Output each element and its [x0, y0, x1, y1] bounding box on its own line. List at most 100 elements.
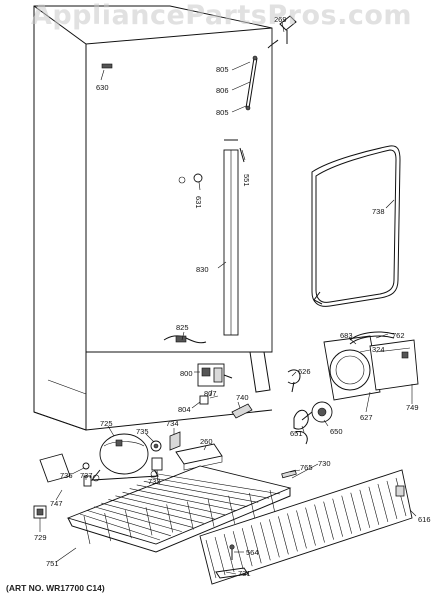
label-730: 730 — [318, 459, 331, 468]
label-729: 729 — [34, 533, 47, 542]
coil-line — [157, 473, 281, 495]
grille-slot — [305, 507, 316, 546]
label-765: 765 — [300, 463, 313, 472]
coil-line — [115, 495, 215, 520]
grille-slot — [232, 531, 244, 570]
label-731: 731 — [238, 569, 251, 578]
grille-slot — [377, 483, 389, 522]
label-631: 631 — [194, 196, 203, 209]
grille-slot — [205, 539, 217, 579]
label-800: 800 — [180, 369, 193, 378]
grille-slot — [223, 534, 235, 573]
coil-return — [207, 498, 215, 527]
fan-shroud — [323, 331, 419, 401]
label-650: 650 — [330, 427, 343, 436]
label-747: 747 — [50, 499, 63, 508]
condenser-loop — [311, 145, 401, 307]
grille-slot — [278, 516, 289, 555]
top-tubing — [239, 15, 297, 163]
grille-slot — [314, 504, 325, 543]
coil-line — [129, 488, 237, 512]
coil-return — [145, 507, 153, 536]
label-830: 830 — [196, 265, 209, 274]
grille-slot — [214, 536, 226, 576]
grille-slot — [386, 480, 398, 520]
grille-slot — [323, 501, 334, 540]
label-733: 733 — [148, 477, 161, 486]
label-806: 806 — [216, 86, 229, 95]
misc-hardware — [215, 469, 297, 579]
grille-slot — [259, 522, 271, 561]
label-805-top: 805 — [216, 65, 229, 74]
grille-slot — [269, 519, 280, 558]
grille-slot — [359, 489, 371, 528]
label-630: 630 — [96, 83, 109, 92]
label-734: 734 — [166, 419, 179, 428]
grille-slot — [368, 486, 380, 525]
label-616: 616 — [418, 515, 431, 524]
label-805-bottom: 805 — [216, 108, 229, 117]
art-number-caption: (ART NO. WR17700 C14) — [6, 583, 105, 593]
coil-line — [108, 499, 204, 524]
grille-slot — [287, 513, 298, 552]
label-735: 735 — [136, 427, 149, 436]
grille-slot — [241, 528, 253, 567]
base-pan-coil — [66, 465, 292, 553]
cabinet — [33, 5, 273, 431]
coil-return — [125, 510, 132, 539]
coil-return — [83, 515, 91, 545]
grille-slot — [250, 525, 262, 564]
part-labels: 269 630 805 806 805 551 631 738 830 825 … — [34, 15, 431, 578]
wiring-harness — [163, 335, 207, 344]
clamp — [231, 403, 253, 419]
label-736: 736 — [60, 471, 73, 480]
grille-slot — [395, 477, 407, 517]
label-551: 551 — [242, 174, 251, 187]
coil-return — [166, 504, 173, 533]
back-cover — [199, 469, 413, 585]
coil-line — [101, 502, 193, 528]
grille-slot — [296, 510, 307, 549]
label-737: 737 — [80, 471, 93, 480]
shield — [175, 443, 223, 471]
label-627: 627 — [360, 413, 373, 422]
label-260: 260 — [200, 437, 213, 446]
leader-lines — [39, 21, 417, 575]
label-725: 725 — [100, 419, 113, 428]
label-762: 762 — [392, 331, 405, 340]
coil-return — [104, 513, 111, 542]
coil-line — [136, 484, 248, 507]
label-651: 651 — [290, 429, 303, 438]
coil-line — [143, 480, 259, 503]
grille-slot — [341, 495, 353, 534]
relay-assembly — [197, 363, 233, 405]
label-738: 738 — [372, 207, 385, 216]
fan-motor — [293, 401, 333, 445]
label-564: 564 — [246, 548, 259, 557]
fan-bracket-left — [287, 369, 301, 393]
coil-return — [187, 501, 194, 530]
small-fittings — [150, 431, 181, 471]
coil-line — [94, 506, 182, 532]
coil-line — [150, 477, 270, 499]
grille-slot — [350, 492, 362, 531]
coil-line — [87, 510, 171, 537]
label-825: 825 — [176, 323, 189, 332]
label-804: 804 — [178, 405, 191, 414]
coil-return — [228, 495, 235, 524]
grille-slot — [332, 498, 343, 537]
label-740: 740 — [236, 393, 249, 402]
label-807: 807 — [204, 389, 217, 398]
coil-line — [122, 491, 226, 516]
label-749: 749 — [406, 403, 419, 412]
coil-line — [79, 513, 161, 541]
left-small-parts — [33, 453, 92, 519]
label-324: 324 — [372, 345, 385, 354]
label-683: 683 — [340, 331, 353, 340]
coil-return — [249, 492, 256, 521]
label-269: 269 — [274, 15, 287, 24]
label-626: 626 — [298, 367, 311, 376]
compressor — [90, 433, 159, 482]
